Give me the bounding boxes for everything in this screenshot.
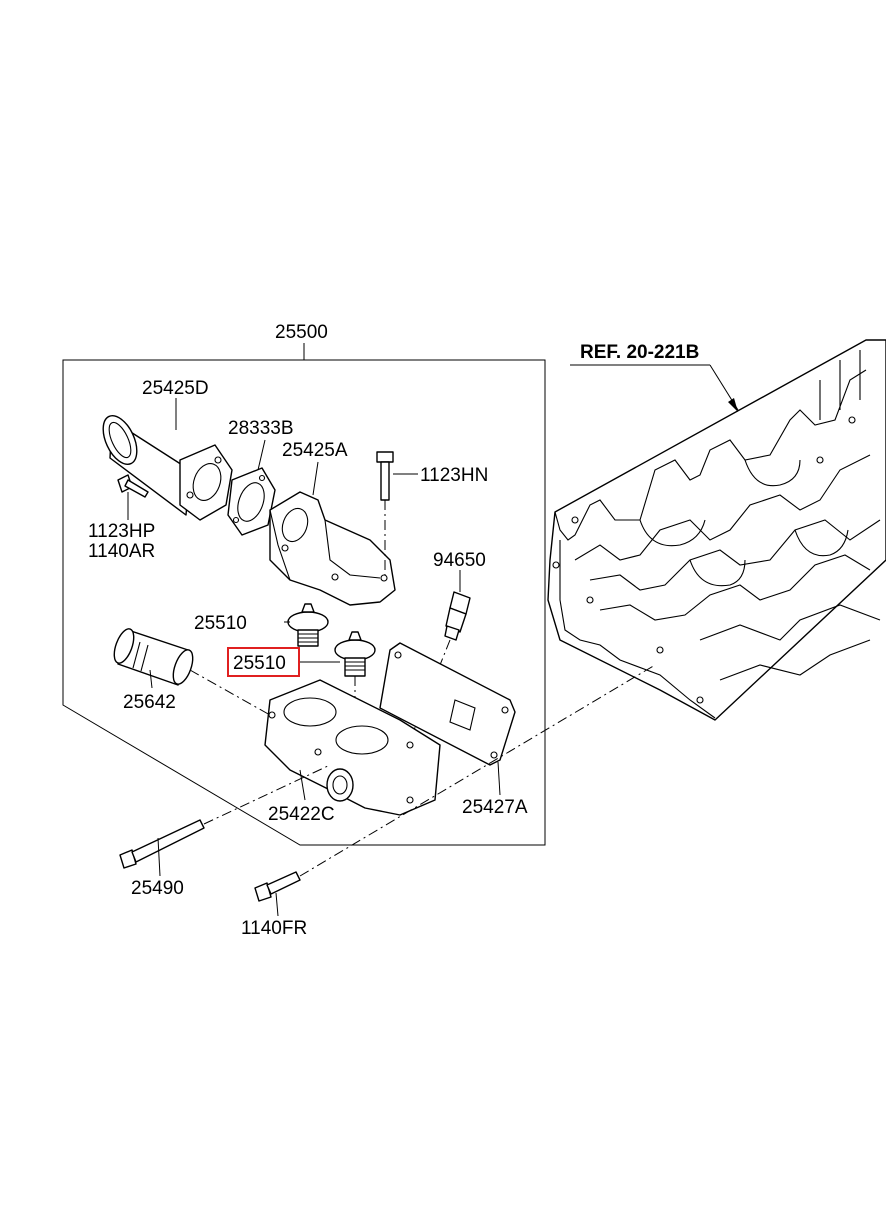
label-1123HN[interactable]: 1123HN: [420, 465, 488, 486]
bolt-25490: [119, 764, 331, 869]
label-25422C[interactable]: 25422C: [268, 804, 335, 825]
label-reference-20-221B[interactable]: REF. 20-221B: [580, 342, 699, 363]
bolt-1123HN: [376, 451, 394, 575]
bolt-1140FR: [254, 664, 656, 902]
label-94650[interactable]: 94650: [433, 550, 486, 571]
thermostat-25510-top: [287, 603, 329, 647]
label-1123HP[interactable]: 1123HP: [88, 521, 155, 542]
thermostat-housing-25425A: [269, 491, 396, 606]
label-25425D[interactable]: 25425D: [142, 378, 209, 399]
reference-callout: [570, 364, 739, 412]
label-25510-top[interactable]: 25510: [194, 613, 247, 634]
bolt-1123HP: [117, 474, 149, 498]
gasket-28333B: [227, 467, 276, 536]
cylinder-head-drawing: [547, 339, 886, 721]
highlight-box-25510: [227, 647, 300, 677]
bypass-pipe-25642: [113, 628, 271, 716]
gasket-25427A: [379, 642, 516, 766]
label-1140FR[interactable]: 1140FR: [241, 918, 307, 939]
label-1140AR[interactable]: 1140AR: [88, 541, 155, 562]
assembly-bracket: [62, 343, 546, 846]
label-25427A[interactable]: 25427A: [462, 797, 528, 818]
label-25490[interactable]: 25490: [131, 878, 184, 899]
label-25425A[interactable]: 25425A: [282, 440, 348, 461]
leader-lines: [127, 398, 501, 917]
housing-body-25422C: [264, 679, 441, 816]
thermostat-25510-highlighted: [334, 631, 376, 730]
label-25510-highlighted[interactable]: 25510: [233, 653, 286, 674]
label-28333B[interactable]: 28333B: [228, 418, 294, 439]
water-outlet-pipe-25425D: [102, 415, 233, 521]
label-25642[interactable]: 25642: [123, 692, 176, 713]
label-assembly-25500[interactable]: 25500: [275, 322, 328, 343]
